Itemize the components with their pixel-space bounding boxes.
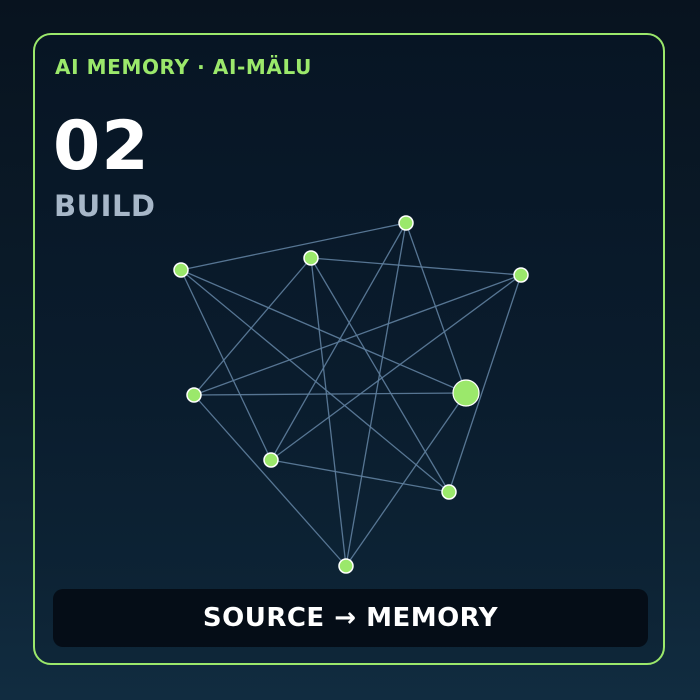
card: AI MEMORY · AI-MÄLU 02 BUILD SOURCE → ME… xyxy=(33,33,665,665)
eyebrow-title: AI MEMORY · AI-MÄLU xyxy=(55,55,312,79)
footer-bar: SOURCE → MEMORY xyxy=(53,589,648,647)
step-number: 02 xyxy=(53,107,150,186)
step-label: BUILD xyxy=(54,189,156,223)
footer-label: SOURCE → MEMORY xyxy=(202,603,499,633)
